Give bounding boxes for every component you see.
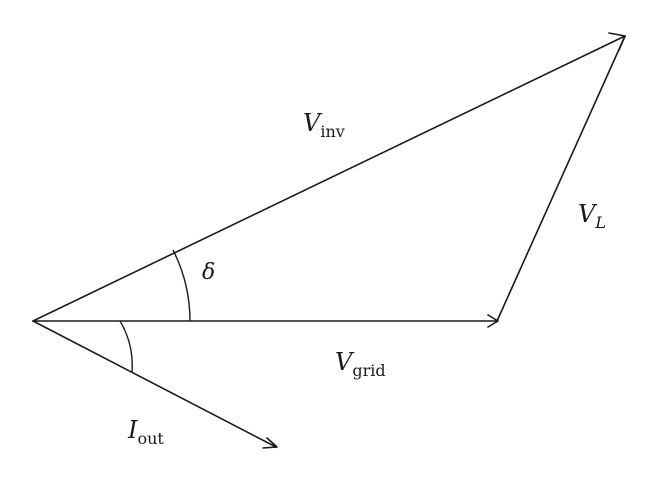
i-out-label-sub: out <box>137 429 164 448</box>
v-inv-label: Vinv <box>303 109 345 141</box>
v-l-label: VL <box>578 200 606 232</box>
i-out-label-main: I <box>127 416 138 444</box>
i-out-label: Iout <box>127 416 164 448</box>
v-l-label-sub: L <box>594 213 606 232</box>
v-grid-label: Vgrid <box>335 348 386 380</box>
v-grid-label-main: V <box>335 348 355 376</box>
v-grid-arrowhead <box>487 314 499 328</box>
delta-label: δ <box>202 260 215 285</box>
current-angle-arc <box>119 320 133 373</box>
v-grid-label-sub: grid <box>352 361 385 380</box>
i-out-arrowhead <box>262 437 278 449</box>
i-out-vector <box>32 320 277 448</box>
v-l-vector <box>496 35 626 322</box>
delta-angle-arc <box>172 249 191 322</box>
v-l-label-main: V <box>578 200 598 228</box>
v-inv-vector <box>32 35 626 322</box>
v-inv-label-main: V <box>303 109 323 137</box>
v-inv-label-sub: inv <box>320 122 344 141</box>
